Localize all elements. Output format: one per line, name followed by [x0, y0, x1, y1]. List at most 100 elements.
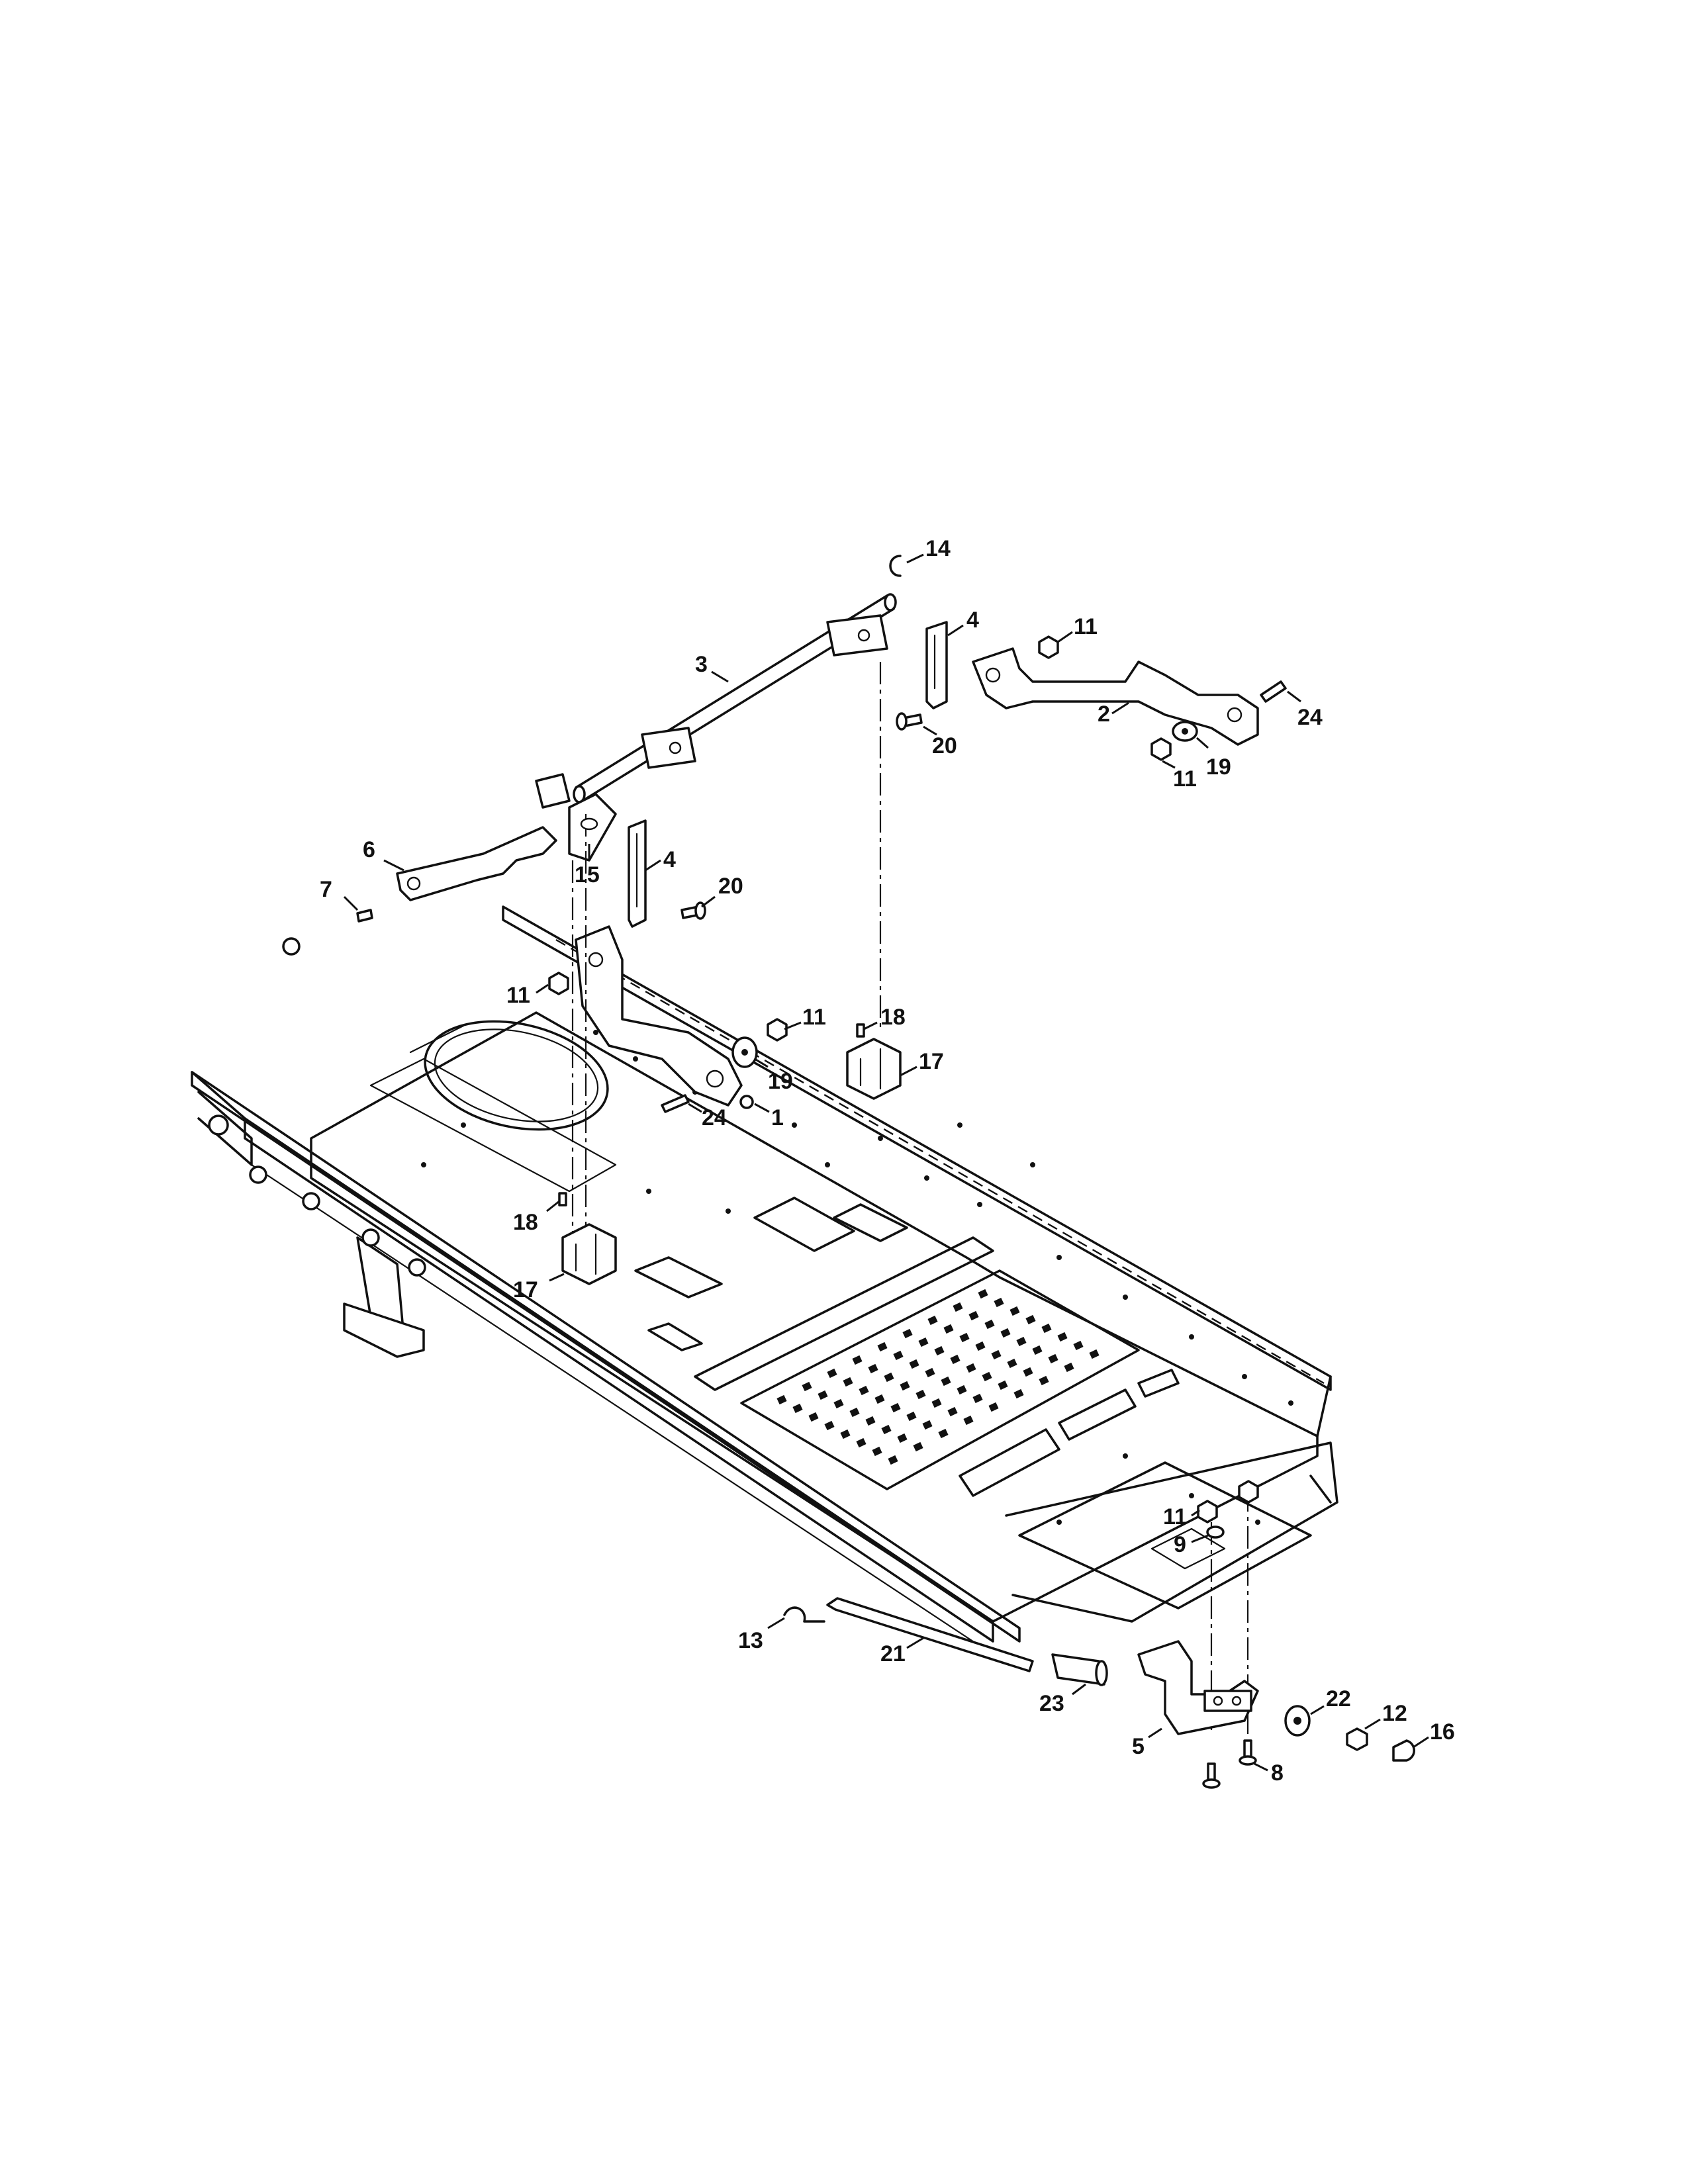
grid-square [1023, 1367, 1033, 1377]
frame-hole [646, 1189, 651, 1194]
callout-20: 20 [718, 874, 743, 899]
frame-hole [878, 1136, 883, 1141]
callout-15: 15 [575, 862, 600, 887]
grid-square [941, 1376, 951, 1387]
grid-square [991, 1349, 1002, 1360]
grid-square [1032, 1345, 1043, 1355]
lift-link-upper [925, 621, 948, 709]
frame-hole [825, 1162, 830, 1167]
grid-square [1064, 1362, 1074, 1373]
nut-icon [1346, 1727, 1368, 1751]
rail-bolt-icon [302, 1192, 320, 1210]
callout-leaders [343, 553, 1429, 1772]
grid-square [1009, 1306, 1020, 1316]
callout-3: 3 [695, 652, 708, 677]
pin-icon [558, 1192, 567, 1206]
grid-square [872, 1446, 882, 1457]
hardware [356, 555, 1415, 1789]
grid-square [792, 1403, 803, 1414]
frame-hole [957, 1122, 962, 1128]
callout-16: 16 [1430, 1719, 1455, 1745]
rail-bolt-icon [361, 1228, 380, 1247]
lift-link-lower [628, 819, 647, 928]
callout-9: 9 [1174, 1532, 1186, 1557]
grid-square [1057, 1332, 1068, 1342]
callout-2: 2 [1098, 702, 1110, 727]
cotter-pin-icon [783, 1606, 825, 1623]
grid-square [1089, 1349, 1100, 1359]
frame-hole [593, 1030, 598, 1035]
frame-hole [1056, 1520, 1062, 1525]
grid-square [918, 1337, 929, 1347]
callout-13: 13 [738, 1628, 763, 1653]
callout-17: 17 [919, 1049, 944, 1074]
callout-4: 4 [663, 847, 676, 872]
grid-square [927, 1315, 938, 1326]
callout-24: 24 [1297, 705, 1323, 730]
grid-square [998, 1380, 1008, 1390]
grid-square [843, 1377, 853, 1387]
grid-square [975, 1341, 986, 1351]
grid-square [833, 1398, 844, 1409]
grid-square [859, 1385, 869, 1396]
callout-12: 12 [1382, 1701, 1407, 1726]
grid-square [906, 1411, 917, 1422]
grid-square [978, 1289, 988, 1299]
grid-square [1048, 1353, 1058, 1364]
nut-icon [767, 1018, 788, 1042]
nut-icon [1238, 1480, 1259, 1504]
grid-square [1025, 1314, 1036, 1325]
bolt-icon [1243, 1739, 1252, 1758]
frame-hole [1030, 1162, 1035, 1167]
grid-square [943, 1324, 954, 1334]
grid-square [865, 1416, 876, 1426]
callout-18: 18 [880, 1005, 906, 1030]
grid-square [988, 1402, 999, 1412]
pivot-bracket-icon [1137, 1640, 1259, 1735]
callout-11: 11 [802, 1005, 826, 1030]
frame-hole [1123, 1295, 1128, 1300]
frame-hole [421, 1162, 426, 1167]
grid-square [982, 1371, 992, 1382]
callout-19: 19 [768, 1069, 793, 1094]
grid-square [957, 1385, 967, 1395]
callout-1: 1 [771, 1105, 784, 1130]
callout-11: 11 [1163, 1504, 1187, 1529]
frame-hole [633, 1056, 638, 1062]
rod-icon [826, 1597, 1034, 1672]
grid-square [925, 1367, 935, 1378]
grid-square [953, 1302, 963, 1312]
grid-square [922, 1420, 933, 1430]
grid-square [802, 1381, 812, 1392]
lift-shaft [573, 593, 897, 803]
callout-5: 5 [1132, 1734, 1145, 1759]
frame-hole [1242, 1374, 1247, 1379]
frame-hole [1288, 1400, 1293, 1406]
bolt-icon [1260, 680, 1287, 703]
mount-bracket-icon [846, 1038, 902, 1100]
frame-hole [1255, 1520, 1260, 1525]
grid-square [934, 1345, 945, 1356]
grid-square [938, 1428, 949, 1439]
grid-square [1016, 1336, 1027, 1347]
grid-square [868, 1363, 878, 1374]
frame-hole [461, 1122, 466, 1128]
grid-square [897, 1433, 908, 1443]
cap-icon [1392, 1739, 1415, 1762]
mount-bracket-icon [561, 1223, 617, 1285]
grid-square [909, 1359, 919, 1369]
frame-hole [977, 1202, 982, 1207]
frame-hole [924, 1175, 929, 1181]
callout-24: 24 [702, 1105, 727, 1130]
rail-bolt-icon [282, 937, 301, 956]
grid-square [888, 1455, 898, 1465]
grid-square [893, 1350, 904, 1361]
grid-square [852, 1355, 863, 1365]
frame-hole [1123, 1453, 1128, 1459]
callout-labels: 14 4 11 3 2 24 20 11 19 6 15 4 20 7 11 1… [320, 536, 1455, 1786]
callout-20: 20 [932, 733, 957, 758]
grid-square [877, 1342, 888, 1352]
pin-icon [856, 1023, 865, 1038]
grid-square [966, 1363, 976, 1373]
